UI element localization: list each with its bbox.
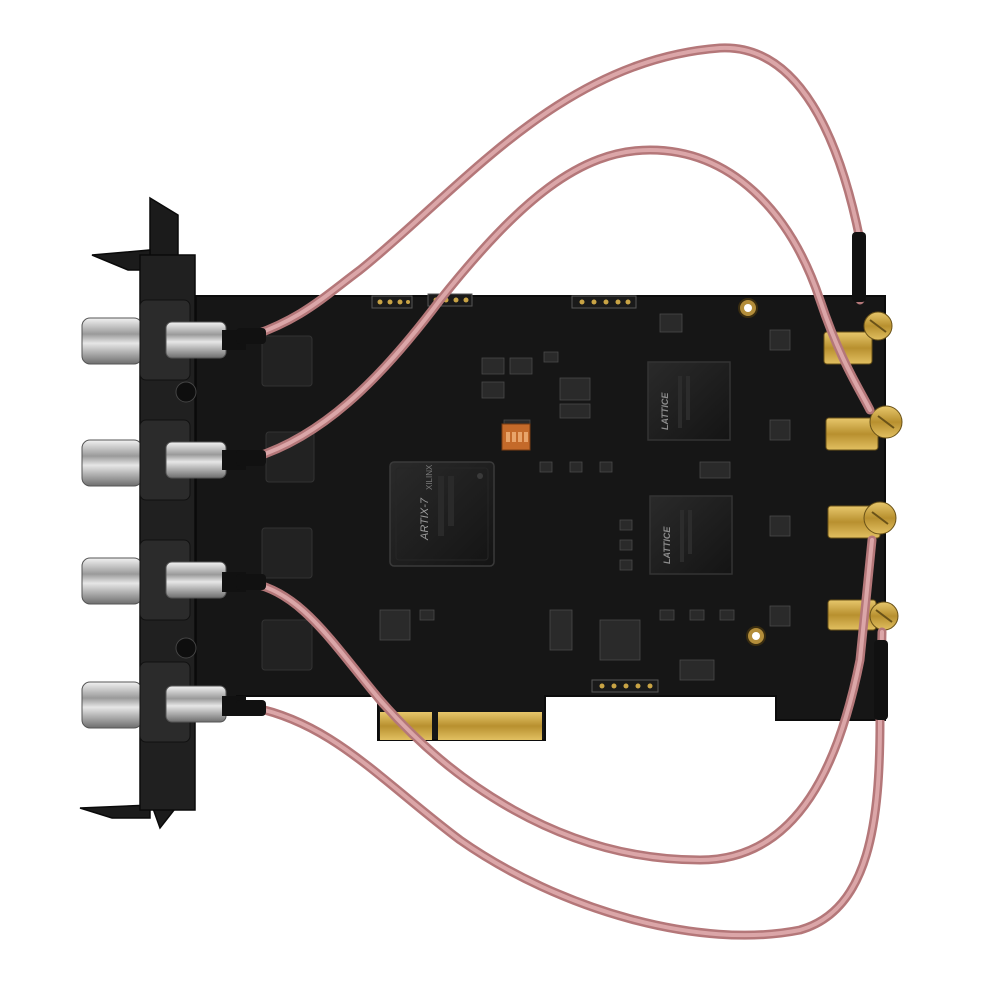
fpga-family-label: ARTIX-7 [419,497,431,541]
fpga-brand-label: XILINX [425,464,434,490]
coax-cables [241,43,887,940]
cpld-bottom-brand-label: LATTICE [662,526,672,564]
sma-connector-2[interactable] [825,405,903,451]
mounting-hole [752,632,760,640]
cable-boots [236,232,888,720]
bracket-screw [175,637,197,659]
sma-connector-3[interactable] [827,501,897,539]
cpld-chip-bottom: LATTICE [649,495,733,575]
coax-cable-1 [241,43,865,343]
bnc-connector-2[interactable] [81,419,246,501]
bnc-connector-4[interactable] [81,661,246,743]
mounting-hole [744,304,752,312]
bracket-screw [175,381,197,403]
bnc-connector-3[interactable] [81,539,246,621]
bnc-connector-1[interactable] [81,299,246,381]
cpld-chip-top: LATTICE [647,361,731,441]
cpld-top-brand-label: LATTICE [660,392,670,430]
fpga-chip: XILINX ARTIX-7 [389,461,495,567]
driver-chips [261,335,315,671]
pin-headers [371,293,659,693]
